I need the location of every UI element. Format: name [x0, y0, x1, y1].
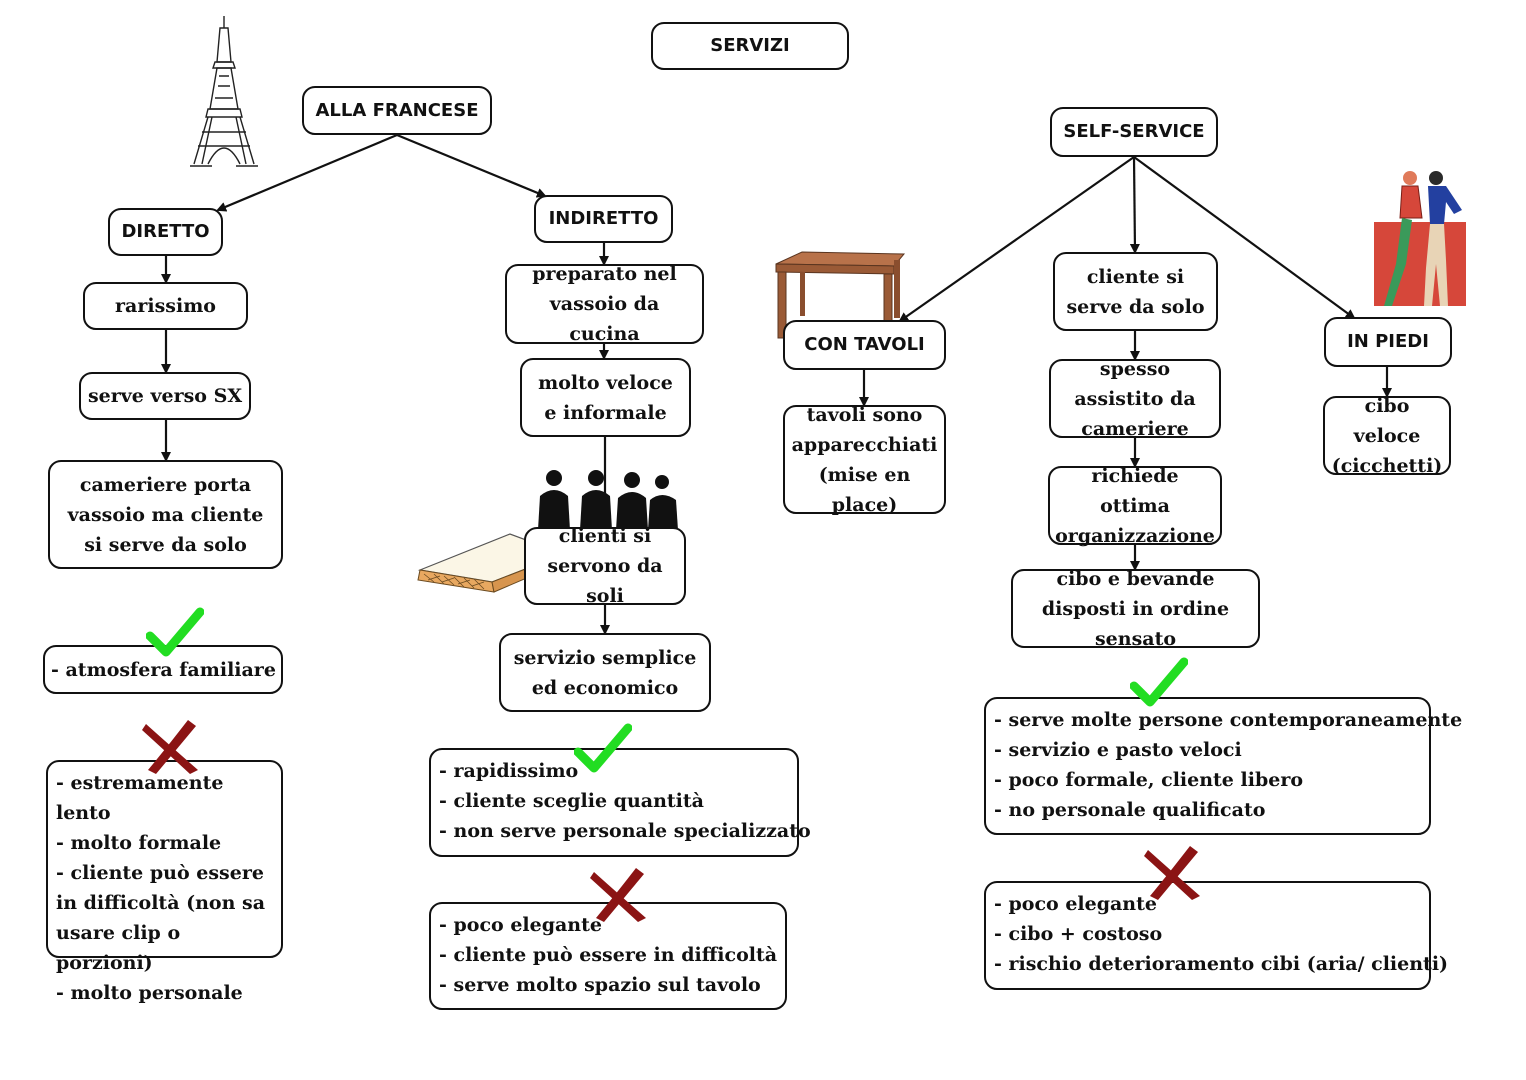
diretto-step-1: rarissimo [83, 282, 248, 330]
diretto-node: DIRETTO [108, 208, 223, 256]
con-tavoli-node: CON TAVOLI [783, 320, 946, 370]
in-piedi-node: IN PIEDI [1324, 317, 1452, 367]
indiretto-step-3: clienti si servono da soli [524, 525, 686, 607]
self-service-pro-item: - poco formale, cliente libero [994, 769, 1304, 791]
arrow-francese-indiretto [396, 133, 547, 198]
self-service-step-1: cliente si serve da solo [1053, 252, 1218, 331]
in-piedi-detail: cibo veloce (cicchetti) [1323, 395, 1451, 477]
self-service-step-2: spesso assistito da cameriere [1049, 358, 1221, 440]
check-icon [146, 607, 204, 657]
table-icon [775, 251, 906, 339]
title-node: SERVIZI [651, 22, 849, 70]
indiretto-pro-item: - cliente sceglie quantità [439, 790, 704, 812]
check-icon [1130, 657, 1188, 707]
self-service-con-item: - poco elegante [994, 893, 1157, 915]
indiretto-step-2: molto veloce e informale [520, 358, 691, 437]
indiretto-con-item: - poco elegante [439, 914, 602, 936]
diretto-step-2: serve verso SX [79, 372, 251, 420]
self-service-pro-item: - serve molte persone contemporaneamente [994, 709, 1463, 731]
cross-icon [1144, 846, 1200, 900]
self-service-con-item: - cibo + costoso [994, 923, 1163, 945]
self-service-pro-item: - servizio e pasto veloci [994, 739, 1242, 761]
self-service-pros-list: - serve molte persone contemporaneamente… [984, 697, 1463, 835]
self-service-step-4: cibo e bevande disposti in ordine sensat… [1011, 568, 1260, 650]
indiretto-pro-item: - rapidissimo [439, 760, 579, 782]
indiretto-step-1: preparato nel vassoio da cucina [505, 263, 704, 345]
self-service-node: SELF-SERVICE [1050, 107, 1218, 157]
diretto-con-item: - molto personale [56, 982, 243, 1004]
crowd-silhouette-icon [538, 470, 678, 530]
diretto-step-3: cameriere porta vassoio ma cliente si se… [48, 460, 283, 569]
eiffel-tower-icon [190, 16, 258, 167]
alla-francese-node: ALLA FRANCESE [302, 86, 492, 135]
check-icon [574, 723, 632, 773]
self-service-cons-list: - poco elegante - cibo + costoso - risch… [984, 881, 1449, 990]
self-service-con-item: - rischio deterioramento cibi (aria/ cli… [994, 953, 1449, 975]
standing-people-icon [1374, 171, 1466, 306]
diretto-con-item: - cliente può essere in difficoltà (non … [56, 862, 266, 974]
arrow-self-center [1129, 156, 1140, 254]
diretto-con-item: - estremamente lento [56, 772, 224, 824]
self-service-pro-item: - no personale qualificato [994, 799, 1266, 821]
cross-icon [590, 868, 646, 922]
diretto-pro-item: - atmosfera familiare [51, 659, 276, 681]
indiretto-pro-item: - non serve personale specializzato [439, 820, 811, 842]
indiretto-step-4: servizio semplice ed economico [499, 633, 711, 712]
diretto-con-item: - molto formale [56, 832, 222, 854]
indiretto-pros-list: - rapidissimo - cliente sceglie quantità… [429, 748, 811, 857]
con-tavoli-detail: tavoli sono apparecchiati (mise en place… [783, 404, 946, 516]
diretto-cons-list: - estremamente lento - molto formale - c… [46, 760, 283, 1004]
cross-icon [142, 720, 198, 774]
indiretto-cons-list: - poco elegante - cliente può essere in … [429, 902, 787, 1010]
arrow-self-tavoli [898, 156, 1135, 323]
arrow-self-piedi [1133, 156, 1356, 320]
indiretto-node: INDIRETTO [534, 195, 673, 243]
self-service-step-3: richiede ottima organizzazione [1048, 465, 1222, 547]
indiretto-con-item: - cliente può essere in difficoltà [439, 944, 778, 966]
arrow-francese-diretto [216, 133, 398, 212]
indiretto-con-item: - serve molto spazio sul tavolo [439, 974, 761, 996]
